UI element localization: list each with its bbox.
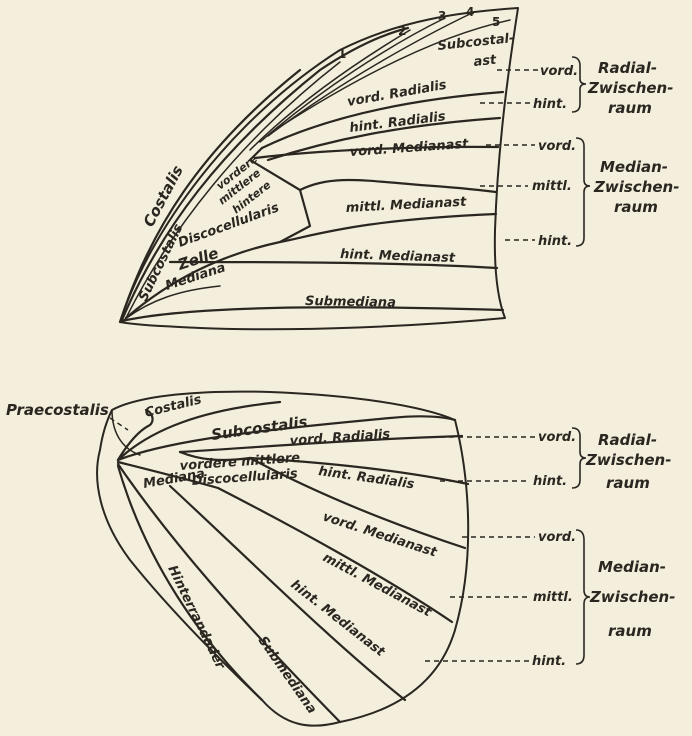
fore-right-vord-median: vord. [538, 139, 576, 154]
hind-right-vord-median: vord. [538, 530, 576, 545]
fore-median-zwischenraum-2: Zwischen- [593, 178, 679, 196]
fore-right-mittl-median: mittl. [532, 179, 572, 194]
hind-radial-zwischenraum-2: Zwischen- [585, 451, 671, 469]
fore-label-mittl-medianast: mittl. Medianast [345, 195, 467, 216]
fore-label-submediana: Submediana [305, 294, 396, 311]
fore-radial-zwischenraum-2: Zwischen- [587, 79, 673, 97]
hind-label-hinterrandader: Hinterrandader [164, 563, 228, 673]
fore-number-4: 4 [466, 5, 474, 19]
fore-submediana-vein [122, 307, 503, 321]
hind-radial-zwischenraum-3: raum [606, 474, 650, 492]
hind-label-submediana: Submediana [255, 634, 319, 717]
hind-right-hint-median: hint. [532, 654, 566, 669]
fore-right-hint-radial: hint. [533, 97, 567, 112]
fore-mittl-medianast-vein [300, 180, 496, 192]
fore-label-subcostalast-2: ast [473, 53, 498, 70]
hind-median-zwischenraum-2: Zwischen- [589, 588, 675, 606]
fore-label-discocellularis: Discocellularis [176, 200, 281, 250]
hind-right-mittl-median: mittl. [533, 590, 573, 605]
hind-median-zwischenraum-3: raum [608, 622, 652, 640]
fore-median-brace [576, 138, 590, 246]
fore-number-3: 3 [438, 9, 446, 23]
hind-wing: Praecostalis Costalis Subcostalis vord. … [6, 392, 675, 726]
fore-number-1: 1 [338, 47, 346, 61]
fore-median-zwischenraum-3: raum [614, 198, 658, 216]
fore-number-2: 2 [398, 24, 406, 38]
hind-right-vord-radial: vord. [538, 430, 576, 445]
hind-right-hint-radial: hint. [533, 474, 567, 489]
fore-label-vord-medianast: vord. Medianast [349, 137, 469, 160]
hind-hinterrandader-vein [118, 466, 262, 700]
hind-median-brace [576, 530, 590, 664]
fore-right-vord-radial: vord. [540, 64, 578, 79]
fore-median-zwischenraum-1: Median- [600, 158, 668, 176]
fore-number-5: 5 [492, 15, 500, 29]
fore-radial-zwischenraum-3: raum [608, 99, 652, 117]
fore-wing: 1 2 3 4 5 Subcostal- ast Costalis Subcos… [120, 5, 679, 329]
hind-label-praecostalis: Praecostalis [6, 401, 109, 419]
hind-radial-zwischenraum-1: Radial- [598, 431, 657, 449]
fore-label-subcostalast-1: Subcostal- [437, 31, 515, 54]
fore-radial-zwischenraum-1: Radial- [598, 59, 657, 77]
hind-median-zwischenraum-1: Median- [598, 558, 666, 576]
fore-right-hint-median: hint. [538, 234, 572, 249]
